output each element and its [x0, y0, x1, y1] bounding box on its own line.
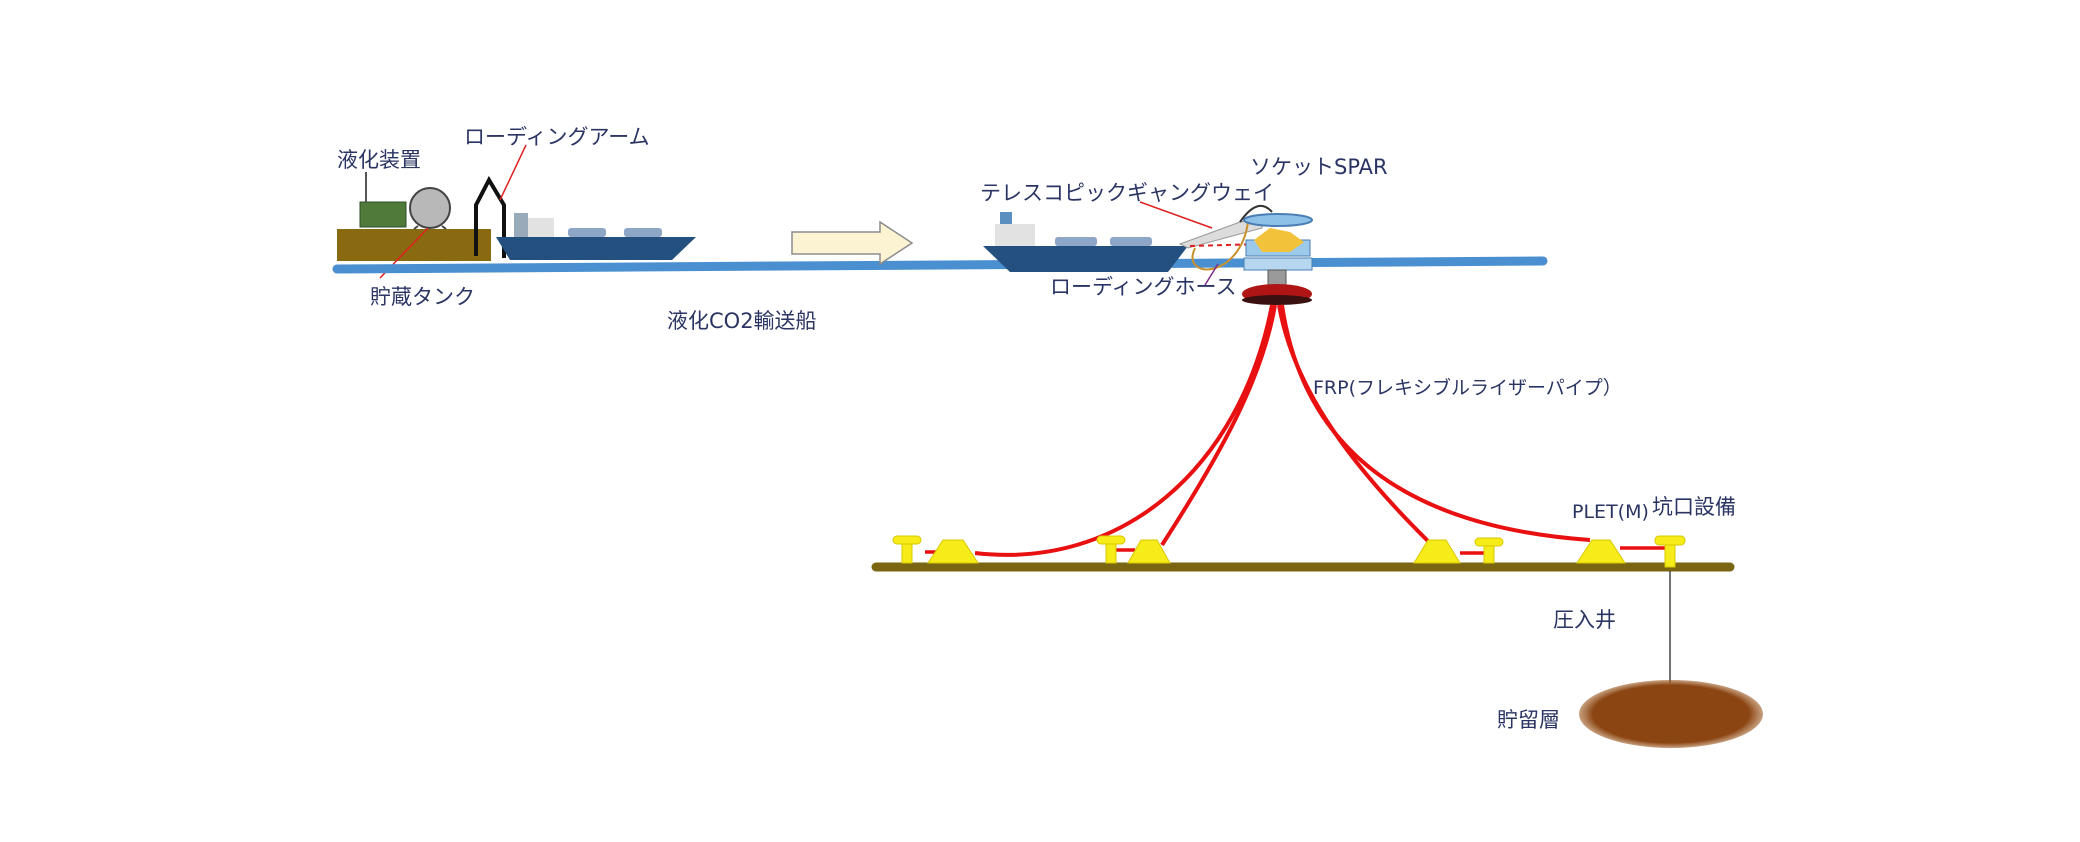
leader-hose	[1204, 263, 1219, 286]
label-wellhead: 坑口設備	[1652, 495, 1736, 519]
leader-loading-arm	[499, 144, 527, 201]
wellhead-4	[1654, 535, 1686, 568]
transport-arrow	[791, 220, 914, 266]
label-storage-tank: 貯蔵タンク	[370, 285, 475, 309]
riser-1	[974, 304, 1274, 557]
co2-carrier-ship-offloading	[983, 212, 1188, 272]
plet-2	[1127, 539, 1171, 564]
onshore-facility	[337, 172, 506, 261]
label-injection-well: 圧入井	[1553, 608, 1616, 632]
label-plet: PLET(M)	[1572, 501, 1649, 523]
socket-spar	[1242, 213, 1313, 305]
wellhead-3	[1474, 537, 1504, 564]
wellhead-1	[892, 535, 922, 564]
label-telescopic-gangway: テレスコピックギャングウェイ	[980, 181, 1274, 205]
loading-arm	[474, 175, 506, 258]
label-loading-arm: ローディングアーム	[464, 125, 650, 149]
wellheads	[892, 535, 1686, 568]
label-frp-riser: FRP(フレキシブルライザーパイプ）	[1313, 376, 1622, 399]
label-co2-carrier: 液化CO2輸送船	[667, 309, 817, 333]
label-liquefaction-unit: 液化装置	[337, 148, 421, 172]
label-loading-hose: ローディングホース	[1050, 275, 1236, 299]
label-reservoir: 貯留層	[1497, 708, 1560, 732]
plet-3	[1413, 539, 1461, 564]
riser-4	[1280, 304, 1591, 542]
plets	[927, 539, 1626, 564]
telescopic-gangway-arch	[1239, 204, 1273, 223]
riser-2	[1160, 304, 1277, 547]
storage-tank-sphere	[409, 187, 451, 229]
reservoir	[1579, 680, 1763, 748]
label-socket-spar: ソケットSPAR	[1250, 155, 1388, 179]
riser-3	[1277, 304, 1434, 547]
loading-hose	[1191, 221, 1249, 271]
wellhead-2	[1096, 535, 1126, 564]
plet-4	[1576, 539, 1626, 564]
land-platform	[337, 229, 491, 261]
sea-surface	[332, 256, 1548, 274]
co2-carrier-ship-loading	[496, 213, 696, 260]
frp-risers	[925, 304, 1668, 557]
loading-flow-dashed	[1189, 243, 1263, 247]
plet-1	[927, 539, 979, 564]
liquefaction-unit-building	[359, 201, 407, 228]
leader-gangway	[1139, 201, 1213, 229]
